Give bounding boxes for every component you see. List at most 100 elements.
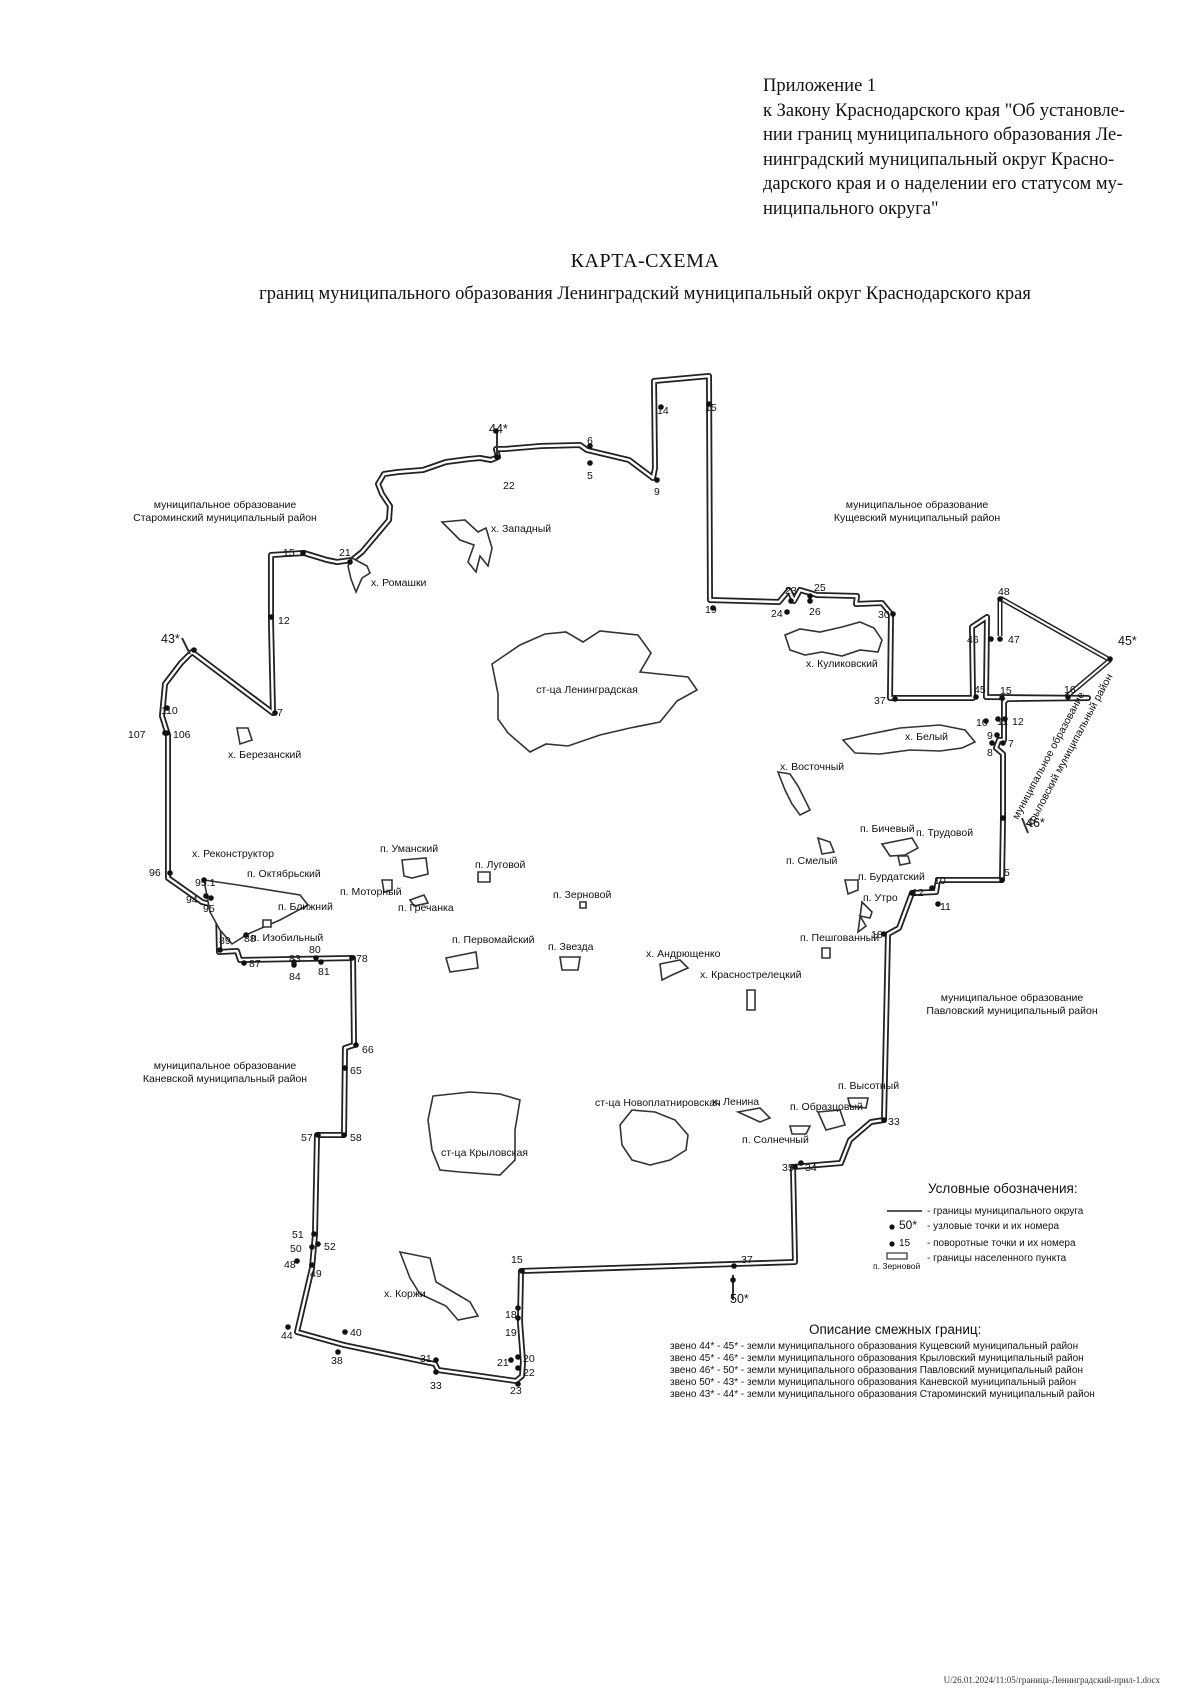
boundary-point-label: 5 (1004, 867, 1010, 879)
boundary-point-marker (341, 1132, 347, 1138)
settlement-peshkovany-outline (821, 947, 831, 959)
boundary-point-marker (318, 959, 324, 965)
label-krasnostrelets: х. Краснострелецкий (700, 969, 802, 981)
boundary-point-label: 48 (998, 586, 1010, 598)
boundary-point-label: 15 (705, 402, 717, 414)
boundary-point-label: 23 (785, 585, 797, 597)
boundary-point-marker (164, 705, 170, 711)
legend-settlement-swatch (886, 1252, 908, 1260)
boundary-point-label: 20 (523, 1353, 535, 1365)
boundary-point-marker (515, 1354, 521, 1360)
legend-turn-sample: 15 (899, 1238, 911, 1249)
adjacent-boundaries-description: Описание смежных границ: звено 44* - 45*… (670, 1322, 1095, 1400)
legend-title: Условные обозначения: (928, 1181, 1078, 1196)
label-lugovoy: п. Луговой (475, 859, 526, 871)
boundary-point-marker (881, 931, 887, 937)
boundary-point-marker (929, 885, 935, 891)
boundary-point-marker (433, 1369, 439, 1375)
boundary-point-marker (995, 716, 1001, 722)
boundary-point-marker (999, 877, 1005, 883)
boundary-point-marker (658, 404, 664, 410)
boundary-point-marker (342, 1329, 348, 1335)
boundary-point-marker (208, 895, 214, 901)
boundary-point-label: 22 (503, 480, 515, 492)
law-reference-line-1: к Закону Краснодарского края "Об установ… (763, 100, 1125, 121)
boundary-point-label: 10 (976, 717, 988, 729)
boundary-point-label: 44* (489, 422, 508, 436)
boundary-point-label: 83 (289, 953, 301, 965)
boundary-point-label: 18 (505, 1309, 517, 1321)
label-solnechny: п. Солнечный (742, 1134, 809, 1146)
settlement-motorny-outline (381, 879, 393, 893)
boundary-point-label: 22 (523, 1367, 535, 1379)
boundary-point-label: 78 (356, 953, 368, 965)
boundary-point-label: 31 (420, 1353, 432, 1365)
description-line-4: звено 50* - 43* - земли муниципального о… (670, 1376, 1076, 1388)
label-berezansky: х. Березанский (228, 749, 301, 761)
settlement-zapadny-outline (440, 519, 493, 574)
description-title: Описание смежных границ: (809, 1322, 981, 1337)
boundary-point-label: 9 (987, 730, 993, 742)
boundary-point-marker (313, 955, 319, 961)
boundary-point-marker (997, 636, 1003, 642)
boundary-point-marker (1107, 656, 1113, 662)
boundary-point-marker (973, 694, 979, 700)
boundary-point-marker (935, 901, 941, 907)
boundary-point-label: 14 (657, 405, 669, 417)
boundary-point-label: 45* (1118, 634, 1137, 648)
boundary-point-label: 19 (505, 1327, 517, 1339)
boundary-point-label: 87 (249, 958, 261, 970)
boundary-point-label: 15 (283, 547, 295, 559)
boundary-point-marker (494, 454, 500, 460)
label-obraztsovy: п. Образцовый (790, 1101, 863, 1113)
boundary-point-marker (519, 1268, 525, 1274)
boundary-point-label: 95.1 (195, 877, 216, 889)
boundary-point-marker (881, 1117, 887, 1123)
legend-settlement-sample: п. Зерновой (873, 1261, 920, 1271)
label-vysotny: п. Высотный (838, 1080, 899, 1092)
boundary-point-label: 49 (310, 1268, 322, 1280)
boundary-point-label: 10 (934, 875, 946, 887)
boundary-point-marker (784, 609, 790, 615)
boundary-point-marker (730, 1277, 736, 1283)
legend-node-text: - узловые точки и их номера (927, 1221, 1059, 1232)
settlement-leningradskaya-outline (491, 630, 699, 753)
boundary-point-label: 6 (587, 435, 593, 447)
boundary-point-marker (342, 1065, 348, 1071)
settlement-krasnostrelets-outline (746, 989, 756, 1011)
boundary-point-label: 15 (511, 1254, 523, 1266)
boundary-point-marker (315, 1132, 321, 1138)
boundary-point-marker (203, 893, 209, 899)
boundary-point-label: 57 (301, 1132, 313, 1144)
label-lenina: х. Ленина (712, 1096, 759, 1108)
boundary-point-marker (241, 960, 247, 966)
settlement-blizhny-outline (262, 919, 272, 928)
law-reference-line-4: дарского края и о наделении его статусом… (763, 174, 1123, 194)
boundary-point-label: 44 (281, 1330, 293, 1342)
file-path-footer: U/26.01.2024/11:05/граница-Ленинградский… (943, 1675, 1160, 1685)
settlement-solnechny-outline (788, 1125, 812, 1135)
boundary-point-label: 50 (290, 1243, 302, 1255)
boundary-point-marker (515, 1305, 521, 1311)
label-izobilny: п. Изобильный (251, 932, 323, 944)
boundary-point-marker (989, 740, 995, 746)
label-romashki: х. Ромашки (371, 577, 427, 589)
boundary-point-marker (243, 932, 249, 938)
kanevskoy-label-2: Каневской муниципальный район (143, 1073, 307, 1085)
boundary-point-label: 7 (1008, 738, 1014, 750)
label-leningradskaya: ст-ца Ленинградская (536, 684, 638, 696)
settlement-krylovskaya-outline (427, 1091, 521, 1176)
boundary-point-marker (587, 460, 593, 466)
description-line-5: звено 43* - 44* - земли муниципального о… (670, 1388, 1095, 1400)
label-pervomaysky: п. Первомайский (452, 934, 535, 946)
label-kulikovsky: х. Куликовский (806, 658, 878, 670)
boundary-point-label: 65 (350, 1065, 362, 1077)
kanevskoy-label-1: муниципальное образование (154, 1060, 297, 1072)
boundary-point-label: 12 (912, 887, 924, 899)
legend-node-marker (889, 1224, 895, 1230)
boundary-point-label: 84 (289, 971, 301, 983)
boundary-point-label: 11 (997, 716, 1008, 728)
boundary-point-marker (792, 1164, 798, 1170)
settlement-bichevy-outline (880, 837, 920, 857)
boundary-point-marker (788, 598, 794, 604)
